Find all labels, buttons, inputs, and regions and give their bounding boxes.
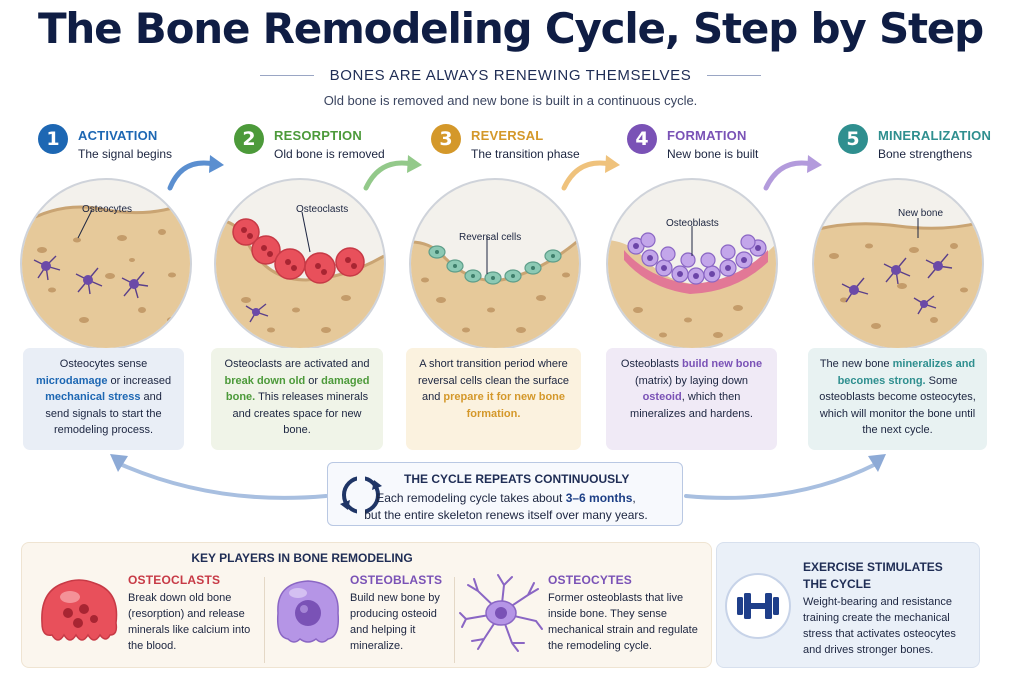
- step-name: ACTIVATION: [78, 128, 158, 143]
- description-text: or increased: [107, 374, 172, 387]
- cycle-return-right-arrow-icon: [684, 454, 886, 500]
- highlight-text: osteoid: [642, 391, 682, 403]
- description-text: , which then mineralizes and hardens.: [630, 391, 753, 420]
- cycle-repeats-panel: THE CYCLE REPEATS CONTINUOUSLY Each remo…: [327, 462, 683, 526]
- step-number-badge: 1: [38, 124, 68, 154]
- divider: [454, 577, 455, 663]
- highlight-text: break down old: [224, 374, 306, 387]
- image-label: New bone: [898, 208, 944, 219]
- osteoclasts-desc: Break down old bone (resorption) and rel…: [128, 592, 251, 652]
- image-label: Reversal cells: [459, 232, 522, 243]
- arrow-step1-to-step2-icon: [167, 155, 224, 191]
- reversal-description: A short transition period where reversal…: [406, 348, 581, 450]
- step-name: REVERSAL: [471, 128, 544, 143]
- resorption-illustration: Osteoclasts: [214, 178, 386, 350]
- tagline: Old bone is removed and new bone is buil…: [323, 93, 698, 108]
- divider: [264, 577, 265, 663]
- step-mineralization-header: 5 MINERALIZATION Bone strengthens: [838, 124, 1021, 168]
- description-text: Osteocytes sense: [59, 358, 148, 370]
- step-subtitle: The signal begins: [78, 147, 173, 161]
- description-text: and send signals to start the remodeling…: [45, 391, 162, 436]
- osteoblast-icon: [276, 580, 340, 643]
- step-number-badge: 5: [838, 124, 868, 154]
- highlight-text: mechanical stress: [45, 391, 141, 403]
- description-text: Some osteoblasts become osteocytes, whic…: [819, 374, 976, 437]
- step-resorption-header: 2 RESORPTION Old bone is removed: [234, 124, 434, 168]
- step-reversal-header: 3 REVERSAL The transition phase: [431, 124, 631, 168]
- osteocytes-desc: Former osteoblasts that live inside bone…: [548, 592, 698, 652]
- step-name: MINERALIZATION: [878, 128, 992, 143]
- osteoclasts-name: OSTEOCLASTS: [128, 573, 221, 587]
- step-activation-header: 1 ACTIVATION The signal begins: [38, 124, 238, 168]
- image-label: Osteoblasts: [666, 218, 719, 229]
- description-text: (matrix) by laying down: [634, 374, 749, 387]
- arrow-step2-to-step3-icon: [363, 155, 422, 191]
- divider: [707, 75, 762, 76]
- highlight-text: microdamage: [35, 374, 108, 387]
- arrow-step3-to-step4-icon: [561, 155, 620, 191]
- description-text: Osteoclasts are activated and: [224, 358, 370, 370]
- page-title: The Bone Remodeling Cycle, Step by Step: [37, 4, 984, 53]
- mineralization-description: The new bone mineralizes and becomes str…: [808, 348, 987, 450]
- cycle-duration-text: Each remodeling cycle takes about 3–6 mo…: [328, 491, 684, 505]
- step-formation-header: 4 FORMATION New bone is built: [627, 124, 827, 168]
- highlight-text: build new bone: [682, 358, 763, 370]
- activation-illustration: Osteocytes: [20, 178, 192, 350]
- divider: [259, 75, 314, 76]
- image-label: Osteocytes: [82, 204, 133, 215]
- activation-description: Osteocytes sense microdamage or increase…: [23, 348, 184, 450]
- exercise-panel: EXERCISE STIMULATES THE CYCLE Weight-bea…: [716, 542, 980, 668]
- step-subtitle: Old bone is removed: [274, 147, 385, 161]
- description-text: The new bone: [819, 358, 893, 370]
- osteoblasts-name: OSTEOBLASTS: [350, 573, 443, 587]
- exercise-title-line: EXERCISE STIMULATES: [803, 560, 943, 574]
- exercise-title-line: THE CYCLE: [803, 577, 872, 592]
- cycle-arrows-icon: [340, 474, 382, 516]
- exercise-desc: Weight-bearing and resistance training c…: [803, 596, 956, 656]
- highlight-text: mineralizes and becomes strong.: [837, 358, 976, 387]
- cycle-renewal-text: but the entire skeleton renews itself ov…: [364, 508, 648, 522]
- osteoblasts-desc: Build new bone by producing osteoid and …: [350, 592, 440, 652]
- cycle-duration-value: 3–6 months: [565, 491, 633, 505]
- step-number-badge: 4: [627, 124, 657, 154]
- key-players-panel: KEY PLAYERS IN BONE REMODELING OSTEOCLAS…: [21, 542, 712, 668]
- osteoclast-icon: [41, 579, 118, 641]
- step-subtitle: New bone is built: [667, 147, 759, 161]
- description-text: Osteoblasts: [620, 358, 683, 370]
- osteocytes-name: OSTEOCYTES: [548, 573, 633, 587]
- highlight-text: damaged bone.: [225, 374, 370, 404]
- exercise-title: EXERCISE STIMULATES THE CYCLE: [803, 559, 943, 594]
- mineralization-illustration: New bone: [812, 178, 984, 350]
- dumbbell-icon: [725, 573, 791, 639]
- step-name: FORMATION: [667, 128, 747, 143]
- resorption-description: Osteoclasts are activated and break down…: [211, 348, 383, 450]
- image-label: Osteoclasts: [296, 204, 349, 215]
- cycle-duration-suffix: ,: [632, 491, 636, 505]
- description-text: This releases minerals and creates space…: [232, 391, 369, 436]
- cycle-return-left-arrow-icon: [110, 454, 328, 500]
- subtitle-row: BONES ARE ALWAYS RENEWING THEMSELVES: [0, 67, 1021, 84]
- reversal-illustration: Reversal cells: [409, 178, 581, 350]
- step-number-badge: 2: [234, 124, 264, 154]
- description-text: A short transition period where reversal…: [417, 358, 569, 403]
- subtitle: BONES ARE ALWAYS RENEWING THEMSELVES: [329, 67, 692, 84]
- cycle-duration-prefix: Each remodeling cycle takes about: [376, 491, 566, 505]
- formation-description: Osteoblasts build new bone (matrix) by l…: [606, 348, 777, 450]
- description-text: or: [305, 374, 322, 387]
- step-subtitle: The transition phase: [471, 147, 580, 161]
- formation-illustration: Osteoblasts: [606, 178, 778, 350]
- key-players-title: KEY PLAYERS IN BONE REMODELING: [191, 551, 413, 565]
- osteocyte-icon: [459, 574, 543, 652]
- highlight-text: prepare it for new bone formation.: [443, 391, 566, 420]
- arrow-step4-to-step5-icon: [763, 155, 822, 191]
- step-subtitle: Bone strengthens: [878, 147, 973, 161]
- step-number-badge: 3: [431, 124, 461, 154]
- step-name: RESORPTION: [274, 128, 362, 143]
- cycle-title: THE CYCLE REPEATS CONTINUOUSLY: [404, 472, 630, 486]
